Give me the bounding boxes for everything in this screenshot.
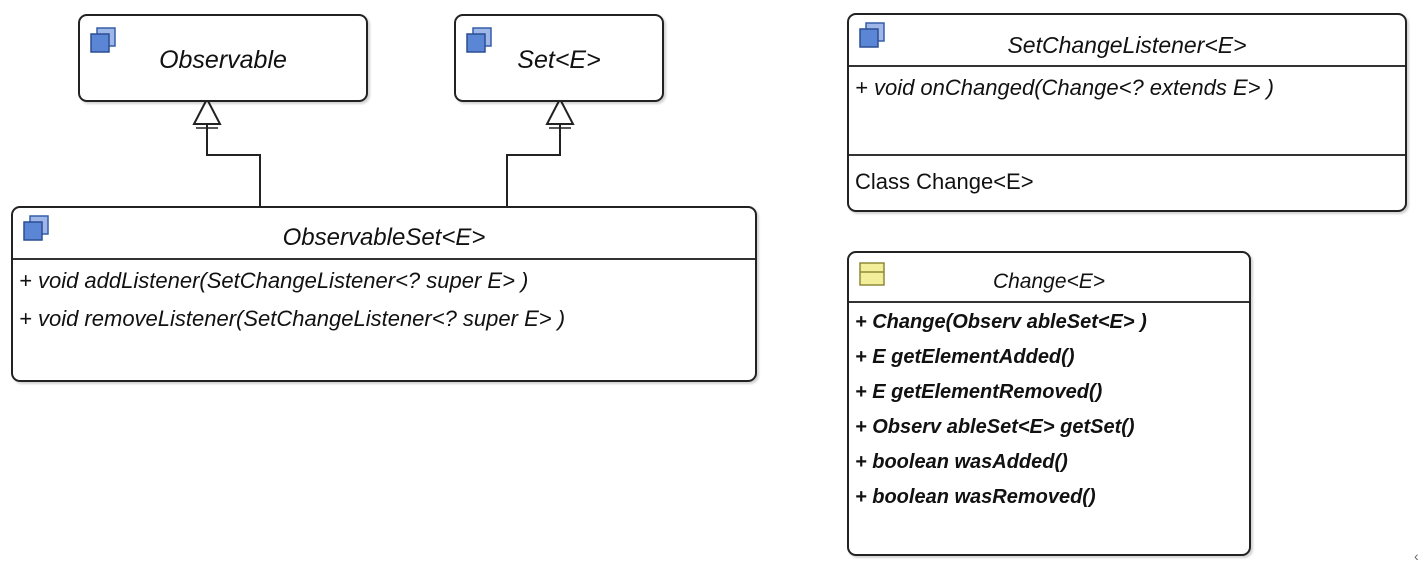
setchangelistener-nested-class: Class Change<E> [855, 169, 1034, 194]
setchangelistener-nested-divider [849, 154, 1405, 156]
change-header-divider [849, 301, 1249, 303]
corner-mark: ‹ [1414, 548, 1419, 564]
change-method-was-removed: + boolean wasRemoved() [855, 486, 1096, 508]
change-method-get-element-removed: + E getElementRemoved() [855, 381, 1103, 403]
set-interface-box[interactable]: Set<E> [454, 14, 664, 102]
observable-arrowhead [192, 96, 222, 125]
observable-interface-box[interactable]: Observable [78, 14, 368, 102]
observableset-method-remove-listener: + void removeListener(SetChangeListener<… [19, 306, 566, 331]
change-title: Change<E> [992, 270, 1106, 293]
observableset-title: ObservableSet<E> [282, 224, 486, 251]
change-method-get-set: + Observ ableSet<E> getSet() [855, 416, 1135, 438]
class-icon [859, 262, 885, 286]
interface-icon [23, 215, 49, 241]
observable-title: Observable [159, 46, 287, 74]
change-method-was-added: + boolean wasAdded() [855, 451, 1068, 473]
set-title: Set<E> [517, 46, 601, 74]
change-class-box[interactable]: Change<E> + Change(Observ ableSet<E> ) +… [847, 251, 1251, 556]
interface-icon [90, 27, 116, 53]
observableset-method-add-listener: + void addListener(SetChangeListener<? s… [19, 268, 529, 293]
setchangelistener-interface-box[interactable]: SetChangeListener<E> + void onChanged(Ch… [847, 13, 1407, 212]
observableset-to-set-line [506, 120, 561, 208]
observableset-to-observable-line [206, 120, 261, 208]
setchangelistener-header-divider [849, 65, 1405, 67]
setchangelistener-method-onchanged: + void onChanged(Change<? extends E> ) [855, 75, 1274, 100]
observableset-interface-box[interactable]: ObservableSet<E> + void addListener(SetC… [11, 206, 757, 382]
setchangelistener-title: SetChangeListener<E> [1007, 32, 1247, 58]
interface-icon [859, 22, 885, 48]
change-method-get-element-added: + E getElementAdded() [855, 346, 1075, 368]
observableset-header-divider [13, 258, 755, 260]
change-constructor: + Change(Observ ableSet<E> ) [855, 311, 1147, 333]
interface-icon [466, 27, 492, 53]
set-arrowhead [545, 96, 575, 125]
